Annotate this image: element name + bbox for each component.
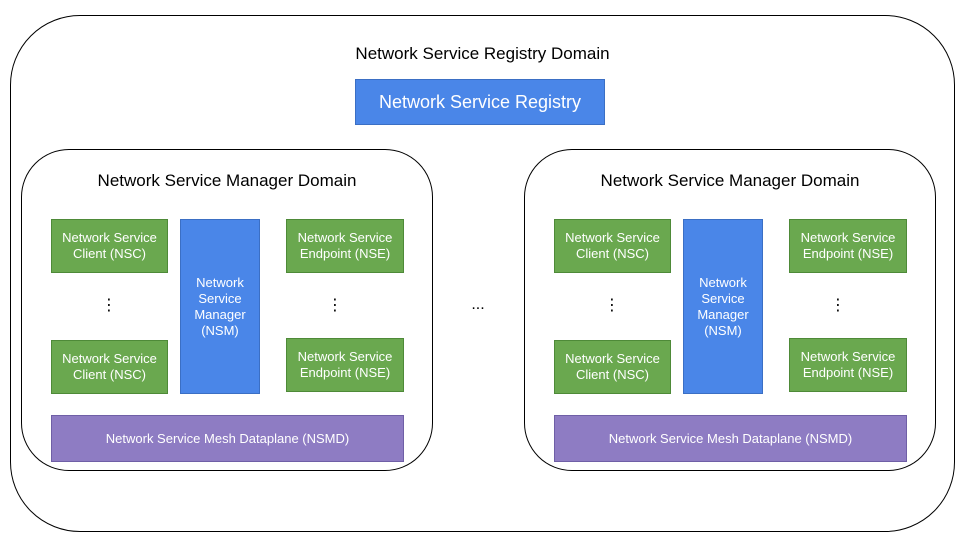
nse-box-bottom: Network Service Endpoint (NSE) xyxy=(286,338,404,392)
registry-domain-boundary xyxy=(10,15,955,532)
nse-box-top: Network Service Endpoint (NSE) xyxy=(789,219,907,273)
nsc-ellipsis: ⋮ xyxy=(101,297,117,314)
dataplane-box: Network Service Mesh Dataplane (NSMD) xyxy=(554,415,907,462)
nsm-box: Network Service Manager (NSM) xyxy=(683,219,763,394)
manager-domain-right: Network Service Manager Domain Network S… xyxy=(524,149,936,471)
network-service-registry: Network Service Registry xyxy=(355,79,605,125)
dataplane-box: Network Service Mesh Dataplane (NSMD) xyxy=(51,415,404,462)
nse-ellipsis: ⋮ xyxy=(830,297,846,314)
nse-box-top: Network Service Endpoint (NSE) xyxy=(286,219,404,273)
nse-ellipsis: ⋮ xyxy=(327,297,343,314)
nsc-ellipsis: ⋮ xyxy=(604,297,620,314)
nsc-box-top: Network Service Client (NSC) xyxy=(51,219,168,273)
nsm-box: Network Service Manager (NSM) xyxy=(180,219,260,394)
nsc-box-bottom: Network Service Client (NSC) xyxy=(554,340,671,394)
nse-box-bottom: Network Service Endpoint (NSE) xyxy=(789,338,907,392)
registry-domain-title: Network Service Registry Domain xyxy=(355,44,610,63)
manager-domain-title: Network Service Manager Domain xyxy=(600,171,860,190)
domains-ellipsis: ... xyxy=(471,296,485,313)
manager-domain-left: Network Service Manager Domain Network S… xyxy=(21,149,433,471)
nsc-box-bottom: Network Service Client (NSC) xyxy=(51,340,168,394)
nsc-box-top: Network Service Client (NSC) xyxy=(554,219,671,273)
manager-domain-title: Network Service Manager Domain xyxy=(97,171,357,190)
